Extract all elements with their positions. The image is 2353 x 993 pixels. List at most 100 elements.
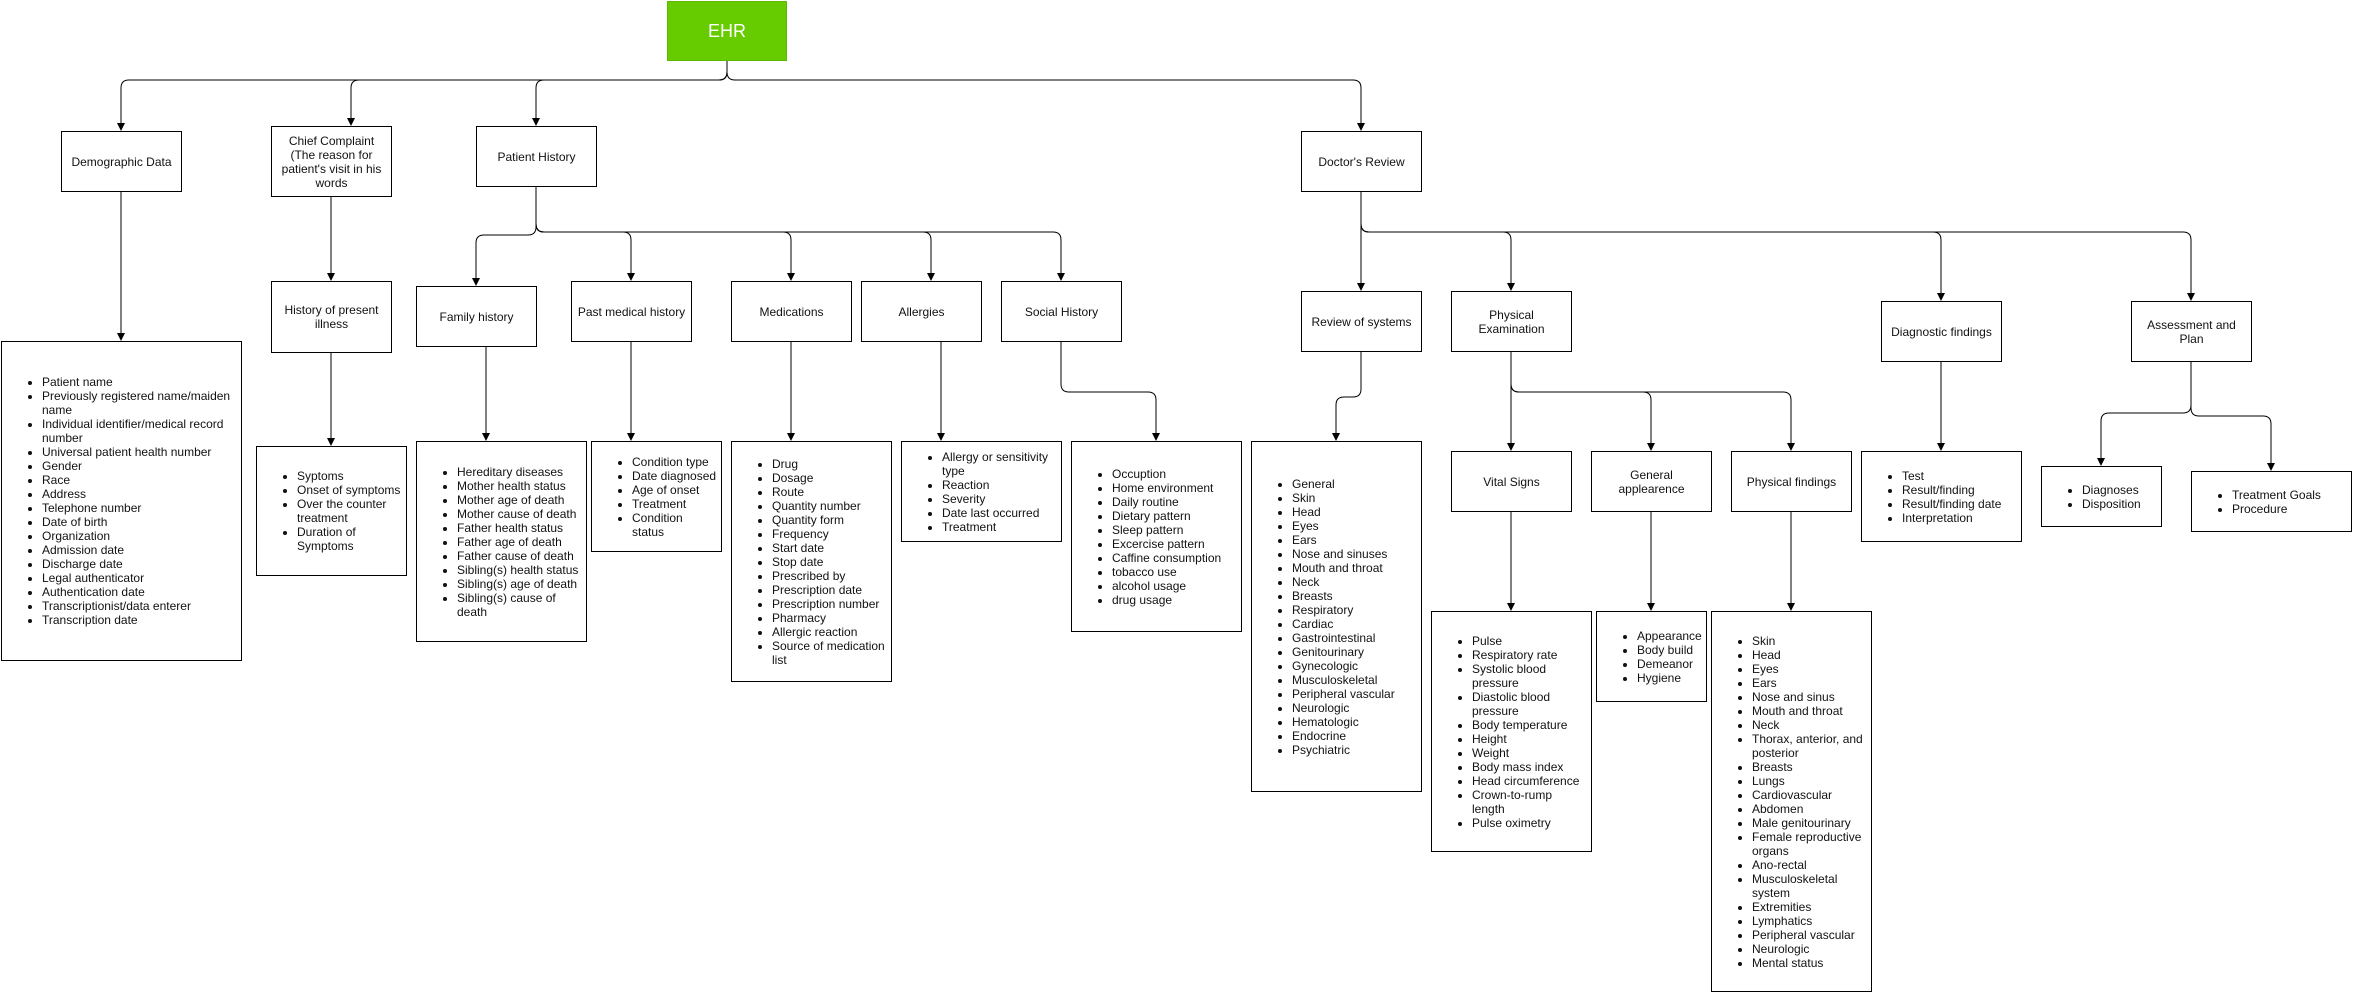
list-item: Treatment <box>942 520 1057 534</box>
list-item: Drug <box>772 457 887 471</box>
list-item: Father age of death <box>457 535 582 549</box>
list-item: Transcriptionist/data enterer <box>42 599 237 613</box>
list-item: Cardiac <box>1292 617 1395 631</box>
list-item: Admission date <box>42 543 237 557</box>
list-item: Mental status <box>1752 956 1867 970</box>
list-item: Crown-to-rump length <box>1472 788 1587 816</box>
edge-doctors-assessment <box>1360 192 2195 301</box>
physical-examination-node[interactable]: Physical Examination <box>1451 291 1572 352</box>
list-item: Discharge date <box>42 557 237 571</box>
list-item: Condition status <box>632 511 717 539</box>
list-item: Eyes <box>1752 662 1867 676</box>
list-item: Neurologic <box>1752 942 1867 956</box>
list-item: Gynecologic <box>1292 659 1395 673</box>
history-present-illness-node[interactable]: History of present illness <box>271 281 392 353</box>
list-item: Mother health status <box>457 479 582 493</box>
list-item: Body mass index <box>1472 760 1587 774</box>
list-item: Body build <box>1637 643 1702 657</box>
list-item: Pulse <box>1472 634 1587 648</box>
list-item: Previously registered name/maiden name <box>42 389 237 417</box>
medications-node[interactable]: Medications <box>731 281 852 342</box>
list-item: Date of birth <box>42 515 237 529</box>
social-history-node[interactable]: Social History <box>1001 281 1122 342</box>
list-item: Diagnoses <box>2082 483 2141 497</box>
list-item: Mouth and throat <box>1752 704 1867 718</box>
list-item: Musculoskeletal <box>1292 673 1395 687</box>
edge-review-systems-list <box>1332 352 1362 441</box>
list-item: Dietary pattern <box>1112 509 1221 523</box>
list-item: Lungs <box>1752 774 1867 788</box>
list-item: Breasts <box>1752 760 1867 774</box>
list-item: Body temperature <box>1472 718 1587 732</box>
list-item: Eyes <box>1292 519 1395 533</box>
list-item: Peripheral vascular <box>1292 687 1395 701</box>
list-item: Condition type <box>632 455 717 469</box>
edge-physical-general <box>1510 352 1655 451</box>
list-item: Date last occurred <box>942 506 1057 520</box>
list-item: Race <box>42 473 237 487</box>
list-item: Duration of Symptoms <box>297 525 402 553</box>
list-item: Procedure <box>2232 502 2321 516</box>
edge-assessment-treatment <box>2190 362 2275 471</box>
patient-history-node[interactable]: Patient History <box>476 126 597 187</box>
list-item: Start date <box>772 541 887 555</box>
list-item: Transcription date <box>42 613 237 627</box>
ehr-root-node[interactable]: EHR <box>667 1 787 61</box>
vital-signs-node[interactable]: Vital Signs <box>1451 451 1572 512</box>
list-item: Prescribed by <box>772 569 887 583</box>
list-item: Height <box>1472 732 1587 746</box>
past-medical-history-node[interactable]: Past medical history <box>571 281 692 342</box>
list-item: Cardiovascular <box>1752 788 1867 802</box>
list-item: Result/finding date <box>1902 497 2001 511</box>
list-item: Organization <box>42 529 237 543</box>
general-appearance-node[interactable]: General applearence <box>1591 451 1712 512</box>
edge-ehr-demographic <box>117 61 728 131</box>
list-item: Date diagnosed <box>632 469 717 483</box>
treatment-list: Treatment GoalsProcedure <box>2191 471 2352 532</box>
list-item: Result/finding <box>1902 483 2001 497</box>
list-item: Route <box>772 485 887 499</box>
edge-patient-family <box>472 187 537 286</box>
edge-ehr-patient-history <box>532 61 728 126</box>
list-item: General <box>1292 477 1395 491</box>
diagnostic-findings-node[interactable]: Diagnostic findings <box>1881 301 2002 362</box>
physical-findings-node[interactable]: Physical findings <box>1731 451 1852 512</box>
list-item: Mouth and throat <box>1292 561 1395 575</box>
chief-complaint-node[interactable]: Chief Complaint (The reason for patient'… <box>271 126 392 197</box>
list-item: Allergic reaction <box>772 625 887 639</box>
list-item: Nose and sinuses <box>1292 547 1395 561</box>
review-of-systems-node[interactable]: Review of systems <box>1301 291 1422 352</box>
edge-patient-allergies <box>535 187 935 281</box>
list-item: Onset of symptoms <box>297 483 402 497</box>
list-item: Demeanor <box>1637 657 1702 671</box>
review-of-systems-list: GeneralSkinHeadEyesEarsNose and sinusesM… <box>1251 441 1422 792</box>
list-item: Hematologic <box>1292 715 1395 729</box>
list-item: Neck <box>1752 718 1867 732</box>
allergies-node[interactable]: Allergies <box>861 281 982 342</box>
list-item: Quantity number <box>772 499 887 513</box>
list-item: Diastolic blood pressure <box>1472 690 1587 718</box>
list-item: Caffine consumption <box>1112 551 1221 565</box>
list-item: Mother cause of death <box>457 507 582 521</box>
allergies-list: Allergy or sensitivity typeReactionSever… <box>901 441 1062 542</box>
list-item: Hereditary diseases <box>457 465 582 479</box>
list-item: Reaction <box>942 478 1057 492</box>
list-item: Patient name <box>42 375 237 389</box>
list-item: Skin <box>1752 634 1867 648</box>
list-item: Head <box>1752 648 1867 662</box>
list-item: Neck <box>1292 575 1395 589</box>
list-item: Treatment Goals <box>2232 488 2321 502</box>
list-item: Head <box>1292 505 1395 519</box>
list-item: Psychiatric <box>1292 743 1395 757</box>
list-item: Sibling(s) cause of death <box>457 591 582 619</box>
assessment-and-plan-node[interactable]: Assessment and Plan <box>2131 301 2252 362</box>
list-item: Stop date <box>772 555 887 569</box>
list-item: Male genitourinary <box>1752 816 1867 830</box>
family-history-node[interactable]: Family history <box>416 286 537 347</box>
doctors-review-node[interactable]: Doctor's Review <box>1301 131 1422 192</box>
list-item: Universal patient health number <box>42 445 237 459</box>
list-item: Gastrointestinal <box>1292 631 1395 645</box>
edge-assessment-diagnoses <box>2097 362 2192 466</box>
edge-doctors-physical-exam <box>1360 192 1515 291</box>
demographic-data-node[interactable]: Demographic Data <box>61 131 182 192</box>
